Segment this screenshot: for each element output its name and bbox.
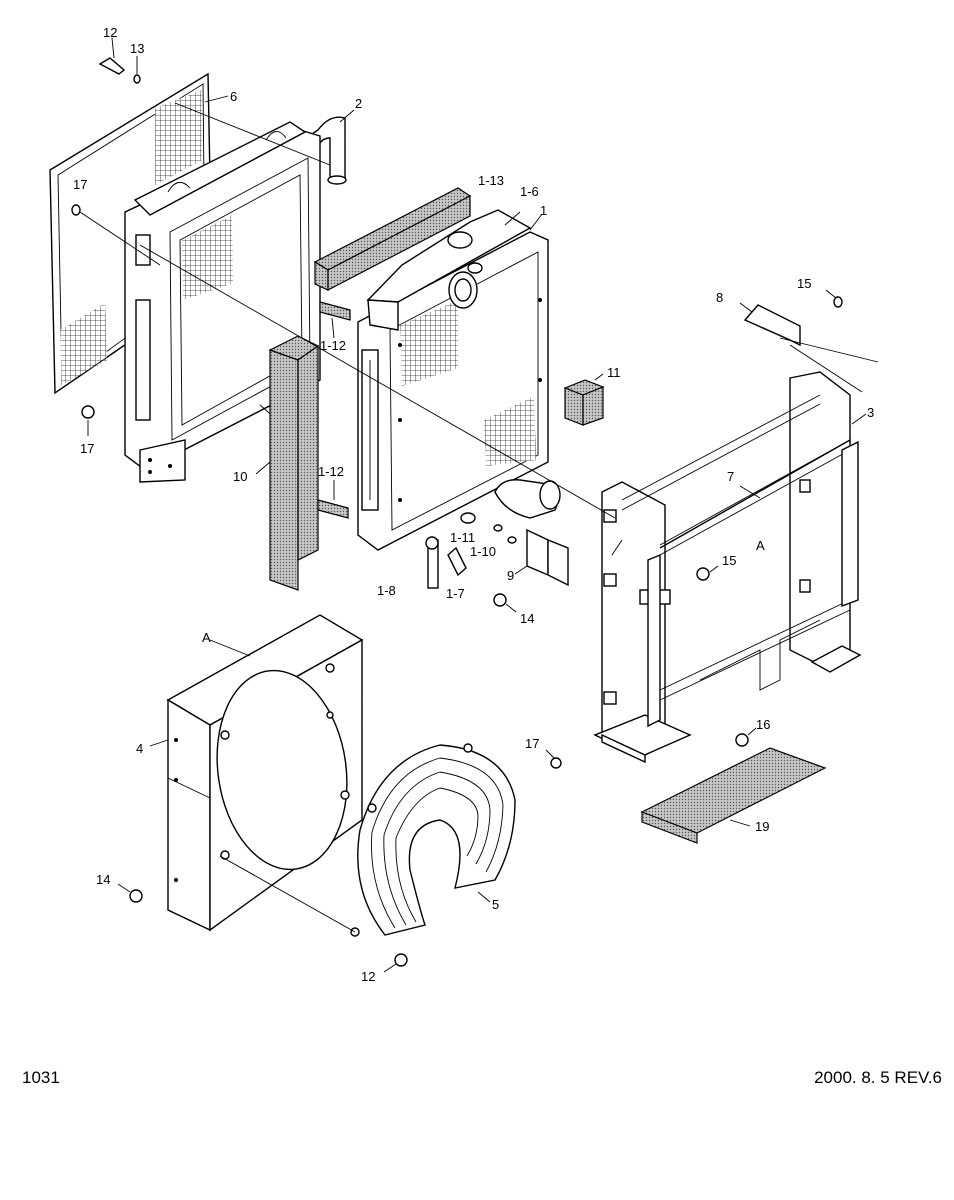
callout-8: 8 (716, 290, 723, 305)
stay-bracket (739, 302, 879, 393)
callout-1-13: 1-13 (478, 173, 504, 188)
fan-shroud (149, 614, 364, 932)
callout-3: 3 (867, 405, 874, 420)
callout-17-base: 17 (525, 736, 539, 751)
callout-14-lower: 14 (96, 872, 110, 887)
callout-1-12-upper: 1-12 (320, 338, 346, 353)
callout-17-lower: 17 (80, 441, 94, 456)
callout-1-12-lower: 1-12 (318, 464, 344, 479)
nut-16 (735, 727, 757, 747)
drain-fittings (425, 512, 517, 577)
callout-1-10: 1-10 (470, 544, 496, 559)
small-seal-lower (317, 480, 349, 519)
callout-15-lower: 15 (722, 553, 736, 568)
callout-A-shroud: A (202, 630, 211, 645)
callout-1-11: 1-11 (450, 530, 475, 545)
bolt-15-upper (825, 289, 843, 308)
callout-11: 11 (607, 365, 621, 380)
callout-1: 1 (540, 203, 547, 218)
callout-9: 9 (507, 568, 514, 583)
washer-13 (133, 56, 141, 84)
page-number: 1031 (22, 1068, 60, 1087)
callout-12-lower: 12 (361, 969, 375, 984)
callout-A-frame: A (756, 538, 765, 553)
assembly-lines (139, 102, 623, 933)
bolt-15-lower (696, 565, 719, 581)
callout-1-8: 1-8 (377, 583, 396, 598)
support-frame (593, 371, 867, 764)
small-seal-upper (319, 301, 351, 339)
base-pad (640, 747, 827, 844)
nut-14-upper (493, 593, 517, 613)
callout-13: 13 (130, 41, 144, 56)
bracket (514, 528, 569, 587)
callout-12-top: 12 (103, 25, 117, 40)
callout-labels: 12 13 6 2 17 17 1-13 1-6 1 1-12 1-12 10 … (73, 25, 874, 984)
bolt-17-lower (81, 405, 95, 436)
foam-block (563, 373, 605, 426)
callout-5: 5 (492, 897, 499, 912)
callout-15-upper: 15 (797, 276, 811, 291)
top-seal-strip (313, 187, 472, 291)
callout-1-6: 1-6 (520, 184, 539, 199)
callout-7: 7 (727, 469, 734, 484)
callout-2: 2 (355, 96, 362, 111)
bolt-17-upper (71, 204, 161, 266)
bolt-12-lower (383, 953, 408, 973)
callout-10: 10 (233, 469, 247, 484)
vertical-seal-strip (255, 335, 320, 591)
radiator-core (357, 209, 561, 589)
stay-rod (659, 439, 851, 549)
callout-17-upper: 17 (73, 177, 87, 192)
callout-14-upper: 14 (520, 611, 534, 626)
fan-guard (350, 743, 516, 937)
revision-date: 2000. 8. 5 REV.6 (814, 1068, 942, 1087)
callout-16: 16 (756, 717, 770, 732)
callout-1-7: 1-7 (446, 586, 465, 601)
callout-19: 19 (755, 819, 769, 834)
bolt-17-base (545, 749, 562, 769)
callout-6: 6 (230, 89, 237, 104)
nut-14-lower (117, 883, 143, 903)
bolt-12-top (98, 37, 126, 75)
callout-4: 4 (136, 741, 143, 756)
